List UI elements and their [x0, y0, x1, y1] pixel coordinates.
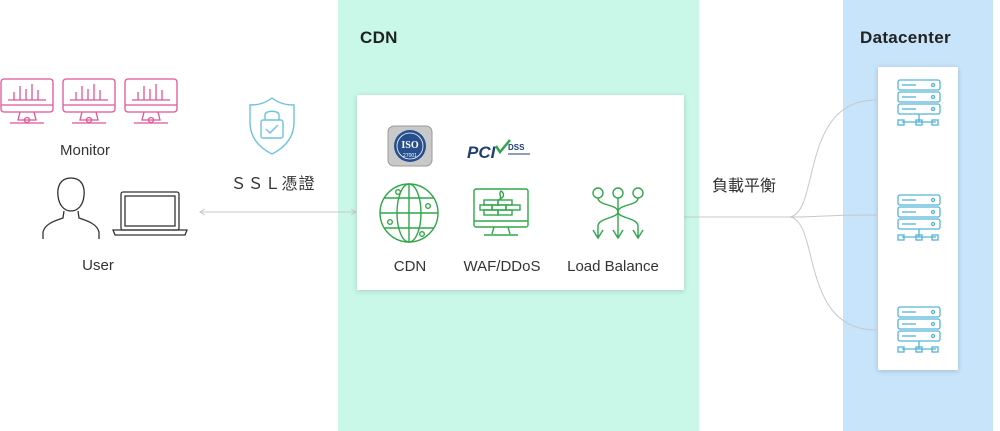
pci-dss-logo-icon: PCI DSS: [467, 139, 530, 162]
iso-badge-sub: 27001: [403, 153, 417, 159]
iso-27001-badge-icon: ISO 27001: [387, 125, 433, 167]
server-rack-icon: [897, 194, 941, 241]
server-rack-icon: [897, 79, 941, 126]
monitor-icon: [124, 78, 178, 124]
service-label-waf-ddos: WAF/DDoS: [463, 258, 541, 275]
service-label-cdn: CDN: [393, 258, 427, 275]
service-label-load-balance: Load Balance: [567, 258, 659, 275]
cdn-zone-title: CDN: [360, 28, 398, 47]
datacenter-zone-title: Datacenter: [860, 28, 951, 47]
monitor-icon: [0, 78, 54, 124]
load-balance-connectors: [684, 99, 877, 331]
firewall-icon: [473, 188, 529, 236]
server-rack-icon: [897, 306, 941, 353]
user-label: User: [82, 257, 114, 274]
pci-logo-text: PCI: [467, 143, 497, 162]
iso-badge-text: ISO: [401, 140, 418, 151]
monitor-group: [0, 78, 178, 124]
ssl-label: ＳＳＬ憑證: [230, 176, 316, 193]
ssl-shield-icon: [249, 97, 295, 155]
monitor-label: Monitor: [59, 142, 111, 159]
laptop-icon: [112, 191, 188, 236]
dss-logo-text: DSS: [508, 143, 525, 152]
monitor-icon: [62, 78, 116, 124]
user-icon: [42, 177, 100, 239]
globe-icon: [379, 183, 439, 243]
load-balance-icon: [592, 187, 644, 240]
ssl-connection-arrow: [199, 208, 357, 216]
load-balancing-label: 負載平衡: [712, 178, 777, 195]
